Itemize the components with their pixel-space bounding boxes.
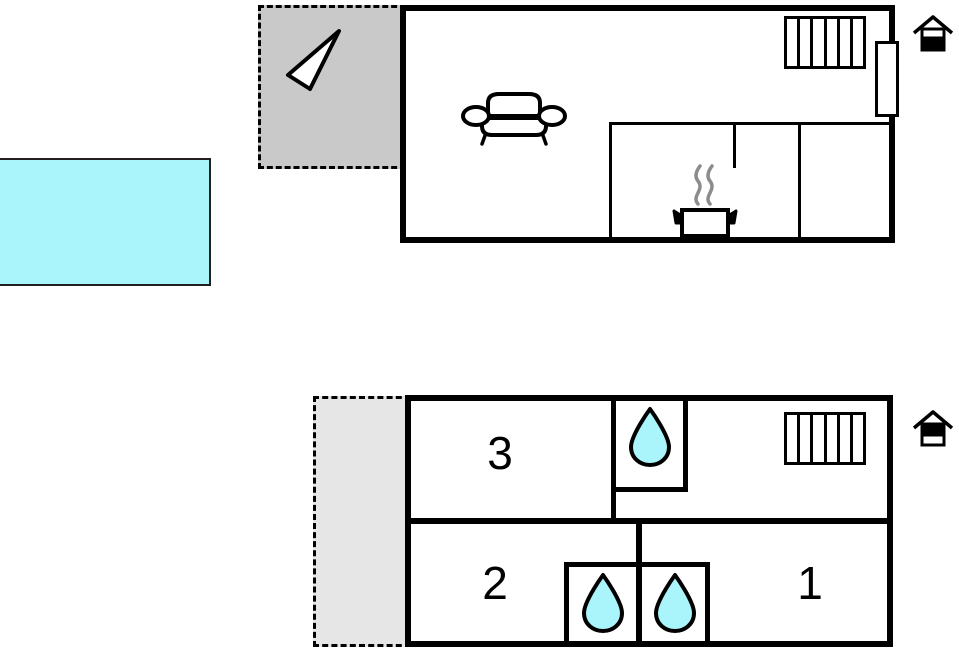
stair-step	[853, 415, 863, 462]
staircase-lower	[784, 412, 866, 465]
stair-step	[840, 19, 853, 66]
staircase-upper	[784, 16, 866, 69]
stair-step	[813, 19, 827, 66]
water-drop-icon	[628, 406, 672, 468]
bathroom-divider-wall	[636, 521, 642, 647]
stair-step	[813, 415, 827, 462]
bathroom-upper-wall-right	[683, 398, 688, 492]
kitchen-wall-top	[609, 122, 895, 125]
stair-step	[840, 415, 853, 462]
bathroom-upper-wall-bottom	[611, 487, 688, 492]
bathroom-right-wall-right	[705, 562, 710, 647]
stair-step	[787, 415, 801, 462]
water-drop-icon	[581, 572, 625, 634]
bathroom-upper-stub-wall	[611, 487, 616, 523]
house-icon-upper-level	[911, 14, 955, 58]
room-number-2: 2	[482, 557, 508, 609]
sofa-icon	[461, 90, 567, 146]
bathroom-right-wall-top	[636, 562, 710, 567]
terrace-lower	[313, 396, 411, 647]
cooking-pot-icon	[660, 160, 752, 238]
house-icon-lower-level	[911, 409, 955, 453]
room-number-1: 1	[797, 557, 823, 609]
room-number-3: 3	[487, 427, 513, 479]
stair-step	[827, 19, 840, 66]
swimming-pool	[0, 158, 211, 286]
entrance-door	[875, 41, 899, 117]
kitchen-wall-left	[609, 122, 612, 240]
stair-step	[827, 415, 840, 462]
kitchen-stub-wall	[733, 125, 736, 168]
kitchen-wall-right	[798, 122, 801, 240]
stair-step	[800, 415, 814, 462]
bathroom-left-wall-left	[564, 562, 569, 647]
terrace-upper	[258, 5, 406, 169]
stair-step	[853, 19, 863, 66]
bathroom-upper-wall-left	[611, 398, 616, 492]
north-arrow-icon	[281, 27, 347, 95]
stair-step	[787, 19, 801, 66]
lower-floor-divider-wall	[405, 518, 893, 524]
bathroom-left-wall-top	[564, 562, 642, 567]
water-drop-icon	[653, 572, 697, 634]
stair-step	[800, 19, 814, 66]
